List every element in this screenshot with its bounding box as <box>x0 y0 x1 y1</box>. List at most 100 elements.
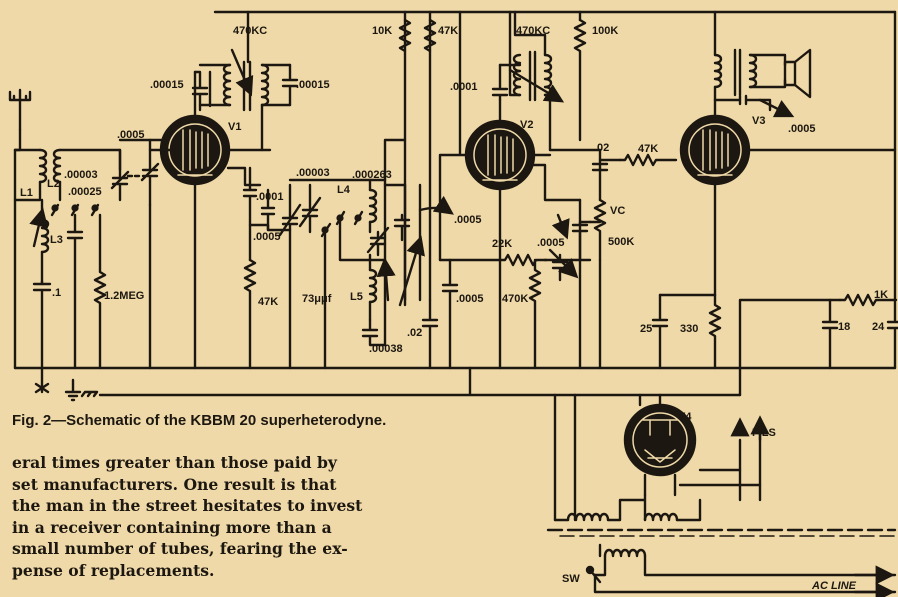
label-vc: VC <box>610 205 625 217</box>
tube-v3 <box>679 114 751 186</box>
power-transformer-sec-left <box>566 512 610 522</box>
text-line: in a receiver containing more than a <box>12 517 332 537</box>
cap-0005-spk <box>713 94 772 112</box>
label-sw: SW <box>562 573 580 585</box>
output-coil-secondary <box>748 53 758 89</box>
label-c00003-a: .00003 <box>64 169 98 181</box>
label-l3: L3 <box>50 234 63 246</box>
label-r330: 330 <box>680 323 698 335</box>
label-c0005-bottom: .0005 <box>456 293 484 305</box>
label-c00015-b: .00015 <box>296 79 330 91</box>
cap-0005-osc <box>260 188 276 232</box>
label-v4: V4 <box>678 411 692 423</box>
label-r22k: 22K <box>492 238 512 250</box>
cap-02-b <box>421 298 439 370</box>
power-transformer-primary <box>603 548 647 558</box>
cap-25 <box>651 293 669 370</box>
cap-24 <box>886 298 898 370</box>
label-r10k: 10K <box>372 25 392 37</box>
cap-vc <box>571 198 589 370</box>
label-c00038: .00038 <box>369 343 403 355</box>
arrow-l3 <box>29 207 49 248</box>
coil-l5 <box>368 268 378 304</box>
text-line: pense of replacements. <box>12 560 215 580</box>
resistor-470k <box>528 258 542 370</box>
label-v3: V3 <box>752 115 765 127</box>
label-if1: 470KC <box>233 25 267 37</box>
resistor-47k-mid <box>618 153 678 167</box>
resistor-47k-low <box>243 258 257 370</box>
coil-l4 <box>368 188 378 224</box>
figure-caption: Fig. 2—Schematic of the KBBM 20 superhet… <box>12 412 387 429</box>
if-coil-2 <box>260 63 270 107</box>
label-c0005-top: .0005 <box>117 129 145 141</box>
resistor-10k <box>398 18 412 53</box>
coil-l2 <box>52 148 62 184</box>
text-line: the man in the street hesitates to inves… <box>12 496 363 515</box>
tube-v4 <box>623 403 697 477</box>
tube-v2 <box>464 119 536 191</box>
label-r47k-mid: 47K <box>638 143 658 155</box>
if-cap-00015-right <box>281 63 299 107</box>
volume-control <box>588 198 607 262</box>
label-c02-a: .02 <box>594 142 609 154</box>
cap-0001-osc <box>242 166 258 262</box>
text-line: eral times greater than those paid by <box>12 453 337 472</box>
label-l2: L2 <box>47 178 60 190</box>
cap-18 <box>821 298 839 370</box>
resistor-47k-top <box>423 18 437 53</box>
label-l1: L1 <box>20 187 33 199</box>
label-c00015-a: .00015 <box>150 79 184 91</box>
resistor-330 <box>708 293 722 370</box>
label-c73uuf: 73μμf <box>302 293 332 305</box>
label-c02-b: .02 <box>407 327 422 339</box>
cap-0005-bottom <box>441 258 459 370</box>
antenna-symbol <box>8 88 32 152</box>
label-r470k: 470K <box>502 293 528 305</box>
resistor-1k <box>838 293 898 307</box>
label-r500k: 500K <box>608 236 634 248</box>
label-c18: 18 <box>838 321 850 333</box>
cap-0005-mid <box>393 213 411 242</box>
label-r47k-top: 47K <box>438 25 458 37</box>
resistor-100k <box>573 18 587 142</box>
text-line: small number of tubes, fearing the ex- <box>12 539 348 558</box>
label-v1: V1 <box>228 121 241 133</box>
label-r47k-low: 47K <box>258 296 278 308</box>
if2-coil-a <box>512 53 522 97</box>
label-acline: AC LINE <box>811 580 857 592</box>
cap-0001-v2 <box>491 63 509 102</box>
label-r100k: 100K <box>592 25 618 37</box>
label-c0005-mid: .0005 <box>454 214 482 226</box>
article-text: eral times greater than those paid by se… <box>12 452 462 581</box>
if2-coil-b <box>543 53 553 97</box>
label-c1: .1 <box>52 287 61 299</box>
resistor-22k <box>498 253 548 267</box>
if-coil-1 <box>222 63 232 107</box>
label-l4: L4 <box>337 184 351 196</box>
label-c0005-left: .0005 <box>253 231 281 243</box>
label-c00003-b: .00003 <box>296 167 330 179</box>
label-c0001-v2: .0001 <box>450 81 478 93</box>
label-c0001-mid: .0001 <box>256 191 284 203</box>
label-c0005-det: .0005 <box>537 237 565 249</box>
resistor-1-2meg <box>93 213 107 370</box>
label-if2: 470KC <box>516 25 550 37</box>
label-c24: 24 <box>872 321 885 333</box>
label-v2: V2 <box>520 119 533 131</box>
label-r1k: 1K <box>874 289 888 301</box>
if-cap-00015-left <box>191 70 212 112</box>
label-c0005-spk: .0005 <box>788 123 816 135</box>
label-l5: L5 <box>350 291 363 303</box>
tuning-cap-00003 <box>110 148 130 202</box>
speaker-icon <box>783 48 812 99</box>
text-line: set manufacturers. One result is that <box>12 474 337 494</box>
coil-l1 <box>38 148 48 184</box>
label-r12meg: 1.2MEG <box>104 290 144 302</box>
label-c25: 25 <box>640 323 652 335</box>
label-c000263: .000263 <box>352 169 392 181</box>
label-fils: FILS <box>752 427 776 439</box>
power-transformer-sec-right <box>643 512 679 522</box>
cap-73uuf <box>278 183 302 370</box>
